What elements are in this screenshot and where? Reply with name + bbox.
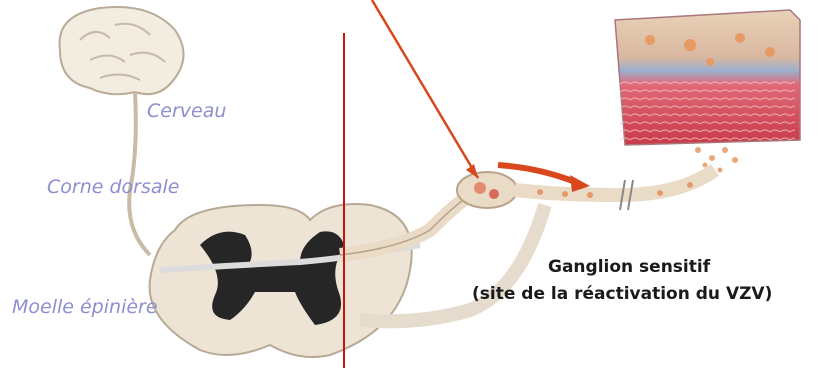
label-dorsal-horn: Corne dorsale	[47, 176, 179, 198]
label-spinal-cord: Moelle épinière	[12, 296, 158, 318]
skin-block	[615, 10, 800, 145]
reactivation-pointer-arrow	[372, 0, 478, 178]
sensory-ganglion	[457, 172, 517, 208]
label-ganglion-note: (site de la réactivation du VZV)	[472, 284, 772, 304]
brain	[60, 7, 184, 94]
spinal-cord	[150, 204, 420, 357]
label-ganglion-title: Ganglion sensitif	[548, 257, 710, 277]
label-brain: Cerveau	[147, 100, 226, 122]
viral-particles	[695, 147, 738, 173]
